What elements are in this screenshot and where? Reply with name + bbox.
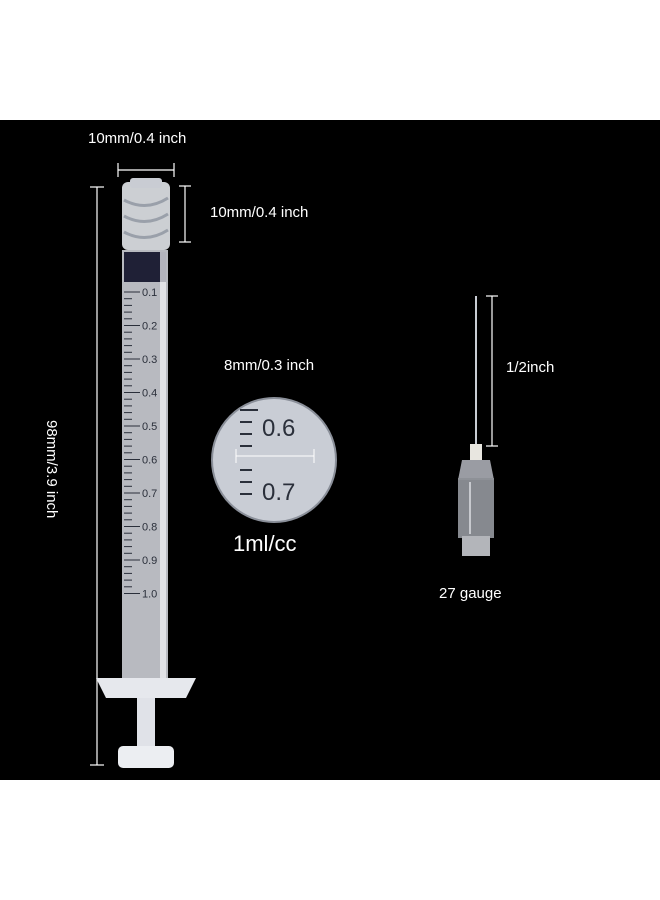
syringe-luer-lock bbox=[122, 178, 170, 250]
scale-mark-label: 0.7 bbox=[142, 488, 157, 500]
top-width-label: 10mm/0.4 inch bbox=[88, 130, 187, 147]
zoom-mark-upper: 0.6 bbox=[262, 415, 295, 442]
scale-mark-label: 0.4 bbox=[142, 388, 157, 400]
syringe-flange bbox=[96, 678, 196, 698]
length-label: 98mm/3.9 inch bbox=[43, 420, 60, 519]
capacity-label: 1ml/cc bbox=[233, 531, 297, 556]
scale-mark-label: 0.8 bbox=[142, 522, 157, 534]
zoom-circle: 0.6 0.7 bbox=[211, 397, 337, 523]
scale-mark-label: 0.2 bbox=[142, 321, 157, 333]
needle bbox=[458, 296, 494, 556]
top-height-label: 10mm/0.4 inch bbox=[210, 204, 309, 221]
scale-mark-label: 1.0 bbox=[142, 589, 157, 601]
needle-length-label: 1/2inch bbox=[506, 359, 555, 376]
scale-mark-label: 0.3 bbox=[142, 354, 157, 366]
scale-mark-label: 0.6 bbox=[142, 455, 157, 467]
zoom-mark-lower: 0.7 bbox=[262, 479, 295, 506]
needle-gauge-label: 27 gauge bbox=[439, 585, 502, 602]
syringe-plunger bbox=[118, 698, 174, 768]
scale-mark-label: 0.5 bbox=[142, 421, 157, 433]
zoom-width-label: 8mm/0.3 inch bbox=[224, 357, 315, 374]
syringe-barrel bbox=[122, 250, 168, 680]
scale-mark-label: 0.9 bbox=[142, 555, 157, 567]
scale-mark-label: 0.1 bbox=[142, 287, 157, 299]
